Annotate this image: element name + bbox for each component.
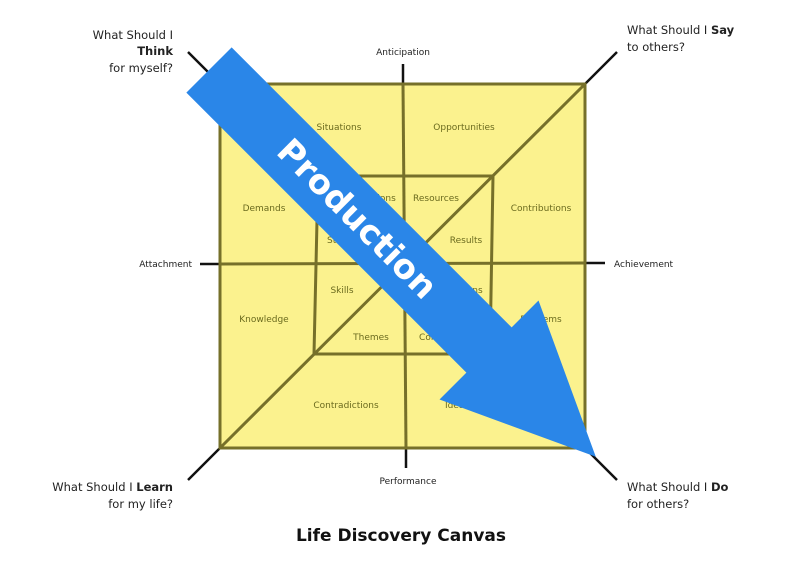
axis-label-attachment: Attachment	[139, 260, 192, 270]
axis-label-achievement: Achievement	[614, 260, 674, 270]
label-ideas: Ideas	[445, 401, 469, 411]
corner-bl-line2: for my life?	[108, 497, 173, 511]
label-contributions: Contributions	[511, 204, 572, 214]
label-knowledge: Knowledge	[239, 315, 289, 325]
axis-labels: Anticipation Performance Attachment Achi…	[139, 48, 673, 487]
corner-tr-line2: to others?	[627, 40, 685, 54]
corner-question-top-left: What Should I Think for myself?	[93, 28, 174, 75]
corner-question-top-right: What Should I Say to others?	[627, 23, 735, 54]
corner-question-bottom-left: What Should I Learn for my life?	[52, 480, 173, 511]
axis-label-anticipation: Anticipation	[376, 48, 430, 58]
corner-br-bold: Do	[711, 480, 729, 494]
corner-br-line2: for others?	[627, 497, 689, 511]
corner-bl-pre: What Should I	[52, 480, 136, 494]
axis-ticks	[200, 64, 605, 468]
corner-bl-bold: Learn	[136, 480, 173, 494]
label-themes: Themes	[352, 333, 389, 343]
corner-tl-pre: What Should I	[93, 28, 173, 42]
corner-tl-line2: for myself?	[109, 61, 173, 75]
corner-tl-bold: Think	[137, 44, 173, 58]
svg-text:What Should I: What Should I	[93, 28, 173, 42]
corner-line-bottom-left	[187, 447, 221, 481]
page-title: Life Discovery Canvas	[296, 526, 506, 546]
label-demands: Demands	[243, 204, 286, 214]
corner-tr-pre: What Should I	[627, 23, 711, 37]
axis-label-performance: Performance	[379, 477, 436, 487]
label-skills: Skills	[330, 286, 353, 296]
label-opportunities: Opportunities	[433, 123, 495, 133]
svg-text:What Should I Say: What Should I Say	[627, 23, 735, 37]
label-resources: Resources	[413, 194, 459, 204]
arrow-shape	[186, 47, 596, 457]
svg-text:What Should I Learn: What Should I Learn	[52, 480, 173, 494]
label-contradictions: Contradictions	[313, 401, 379, 411]
corner-br-pre: What Should I	[627, 480, 711, 494]
label-situations: Situations	[317, 123, 362, 133]
corner-tr-bold: Say	[711, 23, 735, 37]
corner-question-bottom-right: What Should I Do for others?	[627, 480, 729, 511]
svg-text:What Should I Do: What Should I Do	[627, 480, 729, 494]
corner-line-top-right	[584, 51, 618, 85]
label-results: Results	[450, 236, 483, 246]
